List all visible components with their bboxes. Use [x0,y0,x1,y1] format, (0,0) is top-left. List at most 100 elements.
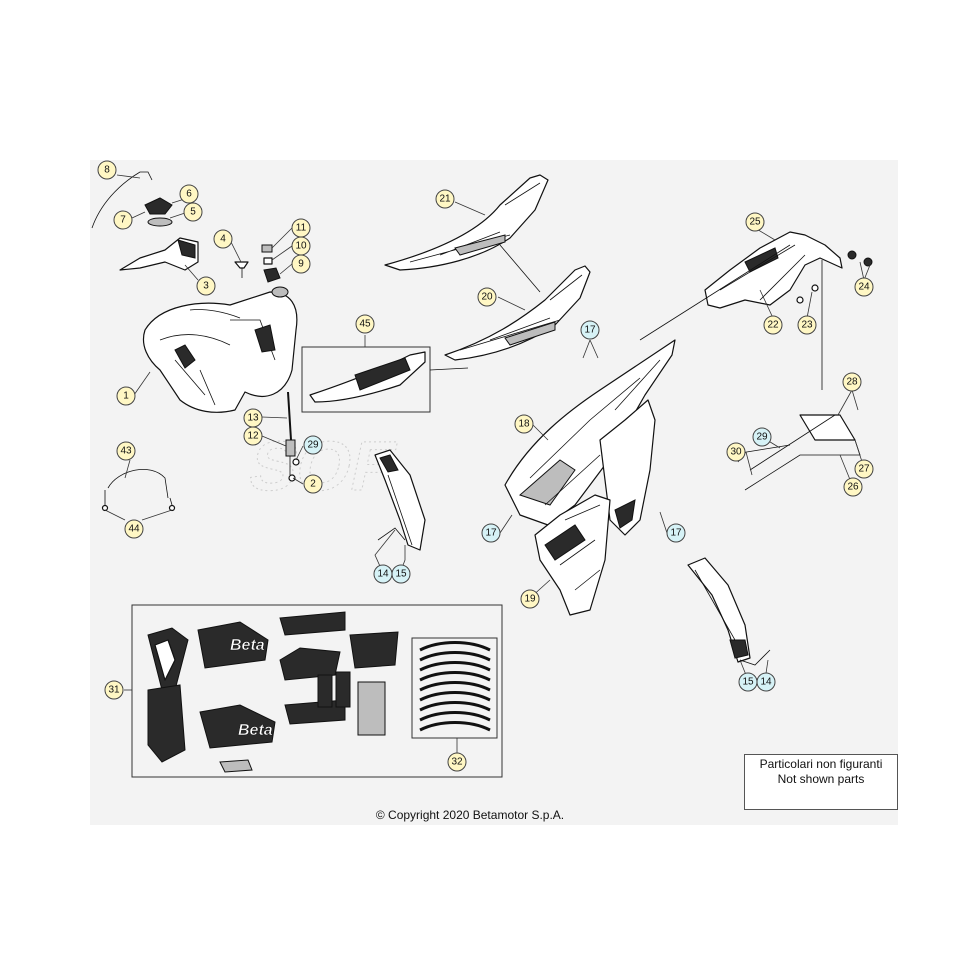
callout-17b: 17 [481,523,501,543]
callout-11: 11 [291,218,311,238]
callout-13: 13 [243,408,263,428]
svg-text:13: 13 [247,413,259,424]
svg-text:21: 21 [439,194,451,205]
callout-12: 12 [243,426,263,446]
svg-text:4: 4 [220,234,226,245]
svg-text:20: 20 [481,292,493,303]
seat-20 [444,265,591,361]
callouts: 8 6 7 5 4 3 11 10 9 1 13 12 29 2 43 44 2… [97,160,874,772]
callout-7: 7 [113,210,133,230]
note-line-italian: Particolari non figuranti [759,757,883,771]
radiator-shroud-17 [599,399,656,536]
copyright-notice: © Copyright 2020 Betamotor S.p.A. [375,808,565,822]
svg-text:17: 17 [584,325,596,336]
svg-text:44: 44 [128,524,140,535]
svg-text:27: 27 [858,464,870,475]
rim-stripes [419,641,491,732]
callout-9: 9 [291,254,311,274]
svg-text:31: 31 [108,685,120,696]
svg-text:45: 45 [359,319,371,330]
callout-14b: 14 [756,672,776,692]
svg-text:17: 17 [485,528,497,539]
frame-guard-right [687,557,751,663]
svg-text:15: 15 [395,569,407,580]
tank-cap-bracket [119,237,199,271]
svg-text:1: 1 [123,391,129,402]
callout-4: 4 [213,229,233,249]
callout-15a: 15 [391,564,411,584]
callout-1: 1 [116,386,136,406]
svg-text:17: 17 [670,528,682,539]
callout-29a: 29 [303,435,323,455]
svg-text:18: 18 [518,419,530,430]
callout-31: 31 [104,680,124,700]
breather-hose [91,171,153,229]
callout-15b: 15 [738,672,758,692]
svg-text:6: 6 [186,189,192,200]
callout-45: 45 [355,314,375,334]
not-shown-parts-box: Particolari non figuranti Not shown part… [744,754,898,810]
callout-29b: 29 [752,427,772,447]
fuel-tank-group [91,171,300,512]
callout-5: 5 [183,202,203,222]
svg-text:29: 29 [756,432,768,443]
rear-fender-25 [704,231,843,309]
svg-text:8: 8 [104,165,110,176]
svg-text:19: 19 [524,594,536,605]
callout-30: 30 [726,442,746,462]
callout-18: 18 [514,414,534,434]
callout-27: 27 [854,459,874,479]
watermark: SOF [242,426,403,505]
svg-text:22: 22 [767,320,779,331]
svg-text:15: 15 [742,677,754,688]
callout-3: 3 [196,276,216,296]
fuel-cap [144,197,173,215]
svg-text:5: 5 [190,207,196,218]
callout-8: 8 [97,160,117,180]
svg-text:29: 29 [307,440,319,451]
frame-guard-left [374,449,426,551]
svg-text:28: 28 [846,377,858,388]
svg-text:14: 14 [760,677,772,688]
callout-43: 43 [116,441,136,461]
svg-text:23: 23 [801,320,813,331]
svg-text:2: 2 [310,479,316,490]
hose-clip [107,469,169,499]
callout-17a: 17 [580,320,600,340]
side-panel-group [374,339,771,666]
svg-text:9: 9 [298,259,304,270]
svg-text:32: 32 [451,757,463,768]
svg-text:Beta: Beta [238,722,273,739]
plate-bracket [799,414,856,441]
seat-group [301,174,591,413]
svg-text:SOF: SOF [243,427,403,505]
svg-text:25: 25 [749,217,761,228]
svg-text:3: 3 [203,281,209,292]
callout-24: 24 [854,277,874,297]
svg-text:26: 26 [847,482,859,493]
callout-19: 19 [520,589,540,609]
callout-10: 10 [291,236,311,256]
svg-text:7: 7 [120,215,126,226]
callout-32: 32 [447,752,467,772]
fuel-tank [142,291,298,413]
callout-22: 22 [763,315,783,335]
callout-25: 25 [745,212,765,232]
callout-28: 28 [842,372,862,392]
note-line-english: Not shown parts [777,772,865,786]
air-box-cover-19 [534,494,611,616]
svg-text:12: 12 [247,431,259,442]
svg-text:11: 11 [296,223,307,234]
callout-23: 23 [797,315,817,335]
svg-text:24: 24 [858,282,870,293]
callout-20: 20 [477,287,497,307]
svg-text:10: 10 [295,241,307,252]
callout-14a: 14 [373,564,393,584]
callout-2: 2 [303,474,323,494]
svg-text:14: 14 [377,569,389,580]
callout-44: 44 [124,519,144,539]
svg-text:30: 30 [730,447,742,458]
callout-26: 26 [843,477,863,497]
svg-text:43: 43 [120,446,132,457]
